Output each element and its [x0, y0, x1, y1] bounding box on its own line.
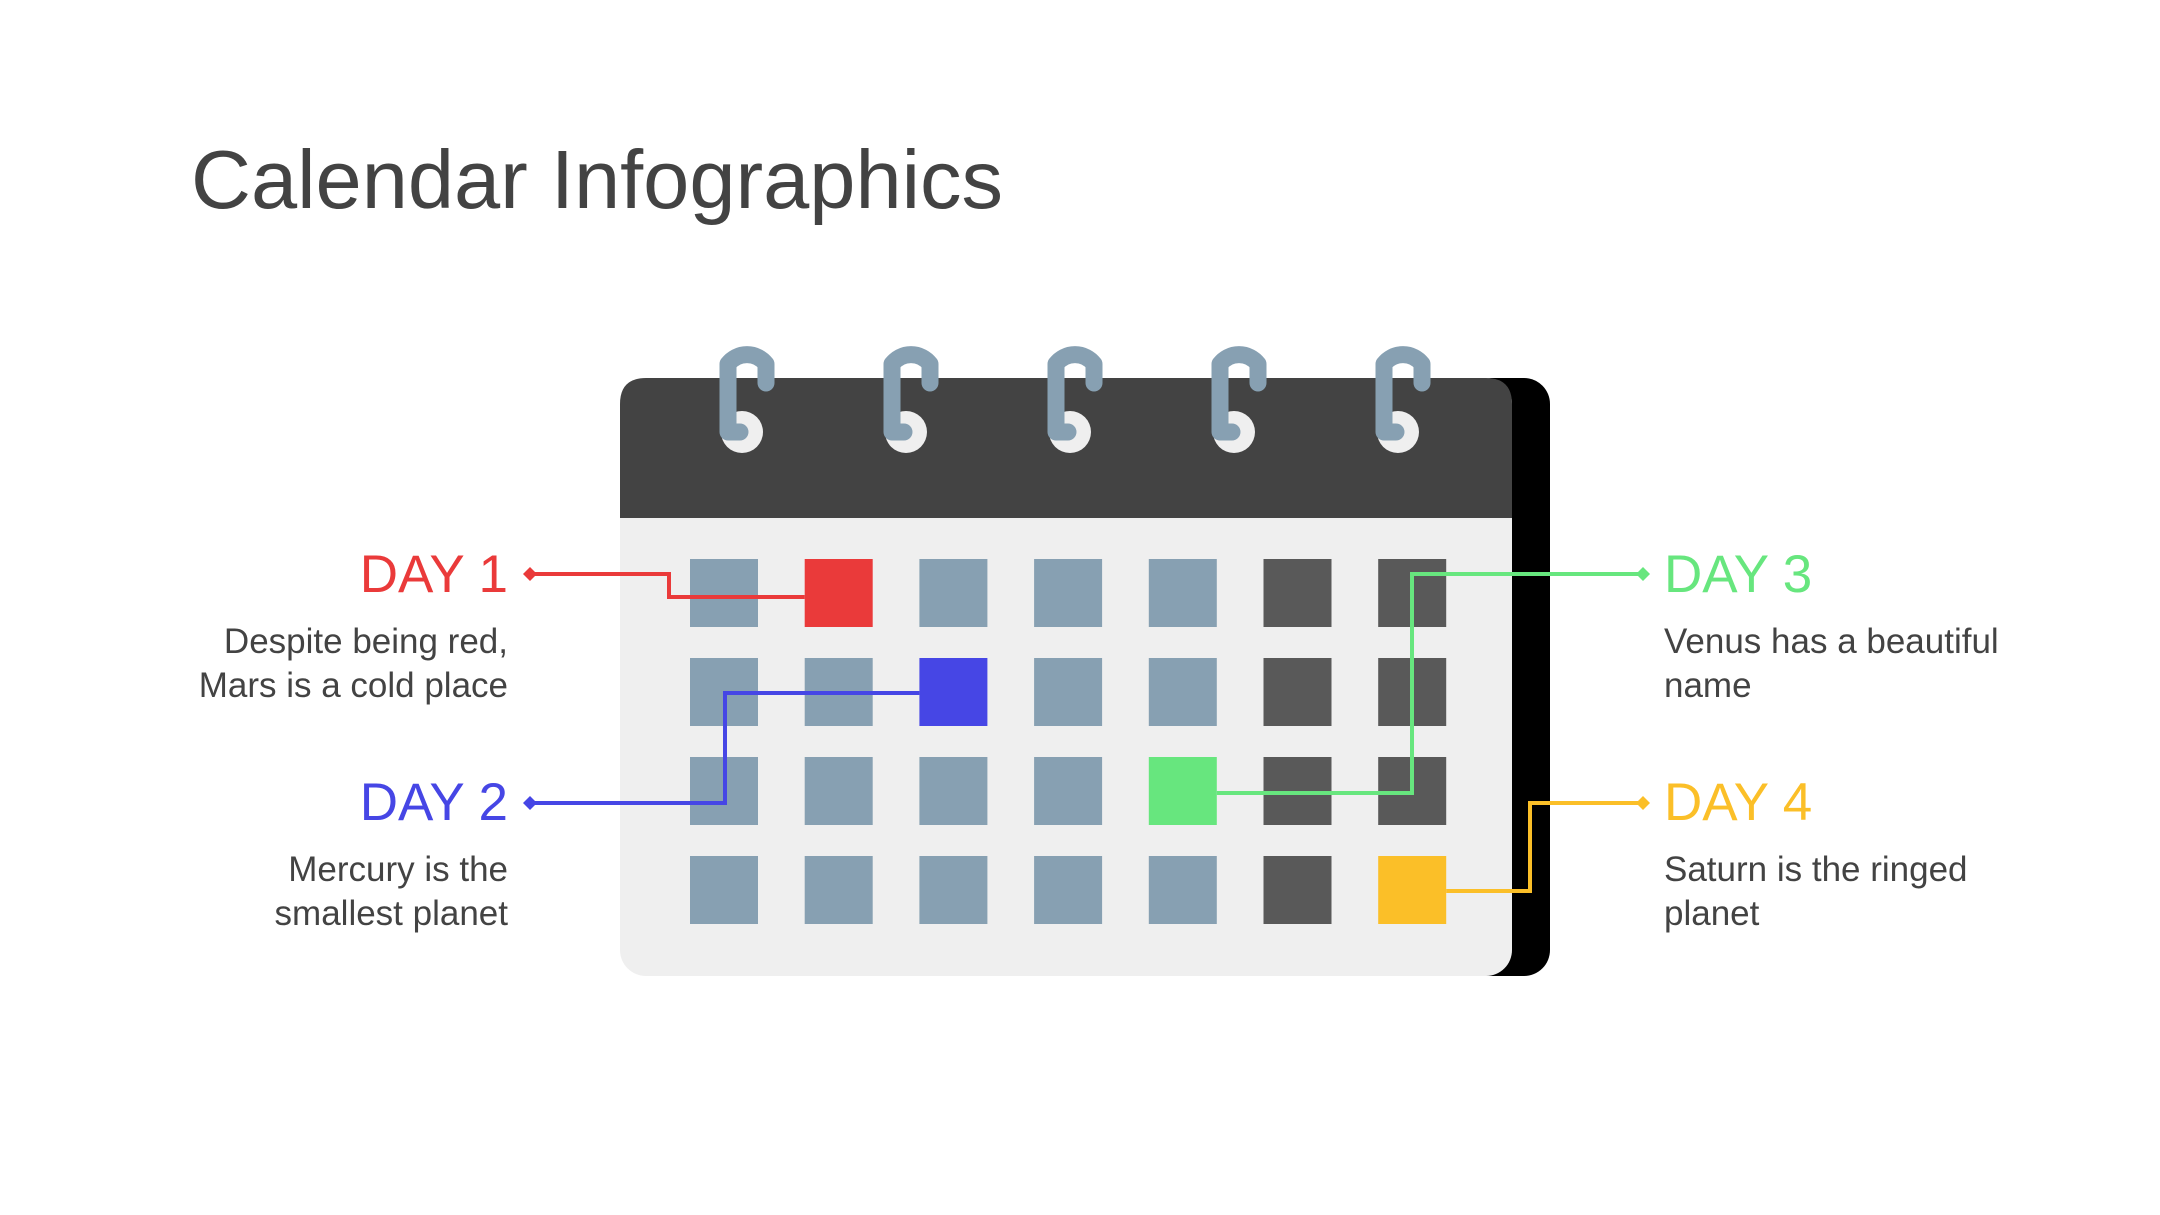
- day-4-cell: [1378, 856, 1447, 924]
- calendar-cell: [919, 757, 988, 825]
- day-4-connector-diamond: [1636, 796, 1650, 810]
- day-3-connector: [1216, 572, 1643, 795]
- calendar-cell: [919, 559, 988, 627]
- day-2-block: DAY 2: [360, 776, 508, 829]
- day-2-title: DAY 2: [359, 773, 508, 832]
- calendar-cell: [1034, 856, 1103, 924]
- day-2-cell: [919, 658, 988, 726]
- ring-5-icon: [1375, 346, 1431, 441]
- ring-3-icon: [1047, 346, 1103, 441]
- calendar-cell: [1148, 856, 1217, 924]
- calendar-cell: [804, 757, 873, 825]
- calendar-cell: [1148, 658, 1217, 726]
- day-4-connector: [1446, 801, 1643, 893]
- calendar-cell: [1263, 559, 1332, 627]
- calendar-cell: [1034, 559, 1103, 627]
- day-1-description: Despite being red, Mars is a cold place: [198, 622, 508, 705]
- day-1-connector-diamond: [523, 567, 537, 581]
- calendar-cell: [1263, 658, 1332, 726]
- calendar-cell: [804, 856, 873, 924]
- calendar-cell: [1034, 757, 1103, 825]
- calendar-cell: [1263, 856, 1332, 924]
- day-2-connector-diamond: [523, 796, 537, 810]
- day-4-title: DAY 4: [1664, 773, 1813, 832]
- day-4-block: DAY 4: [1664, 776, 1812, 829]
- calendar-cell: [690, 559, 758, 627]
- day-3-description: Venus has a beautiful name: [1664, 622, 1999, 705]
- day-2-connector: [530, 691, 920, 805]
- day-3-block: DAY 3: [1664, 548, 1812, 601]
- day-1-connector: [530, 572, 805, 599]
- day-3-cell: [1148, 757, 1217, 825]
- ring-2-icon: [883, 346, 939, 441]
- calendar-cell: [919, 856, 988, 924]
- day-4-description: Saturn is the ringed planet: [1664, 850, 1968, 933]
- calendar-cell: [1148, 559, 1217, 627]
- ring-4-icon: [1211, 346, 1267, 441]
- day-1-block: DAY 1: [360, 548, 508, 601]
- day-1-title: DAY 1: [359, 545, 508, 604]
- day-3-title: DAY 3: [1664, 545, 1813, 604]
- day-2-description: Mercury is the smallest planet: [274, 850, 508, 933]
- calendar-cell: [1034, 658, 1103, 726]
- page-title: Calendar Infographics: [191, 133, 1004, 226]
- ring-1-icon: [719, 346, 775, 441]
- day-3-connector-diamond: [1636, 567, 1650, 581]
- day-1-cell: [804, 559, 873, 627]
- calendar-cell: [690, 856, 758, 924]
